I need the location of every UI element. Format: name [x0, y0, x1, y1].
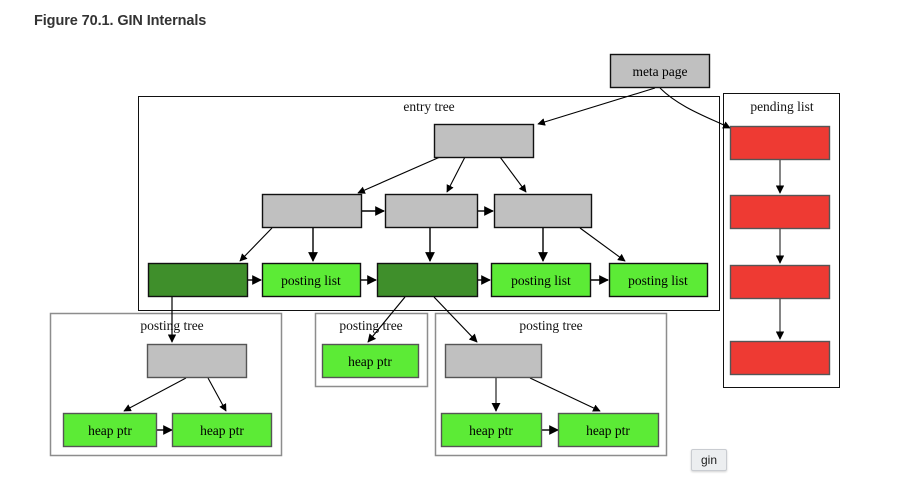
posting-tree-middle-leaf-label-1: heap ptr	[348, 354, 392, 369]
entry-tree-level2-node-2[interactable]	[384, 193, 479, 229]
edge-meta-to-entry-root	[537, 87, 656, 126]
meta-page-label: meta page	[632, 64, 687, 79]
meta-page-node[interactable]: meta page	[609, 53, 711, 89]
edge-pt-left-root-to-leaf2	[207, 377, 227, 412]
entry-tree-root-node[interactable]	[433, 123, 535, 159]
edge-root-to-level2-c	[499, 156, 527, 193]
posting-tree-left-leaf-label-1: heap ptr	[88, 423, 132, 438]
posting-tree-left-leaf-label-2: heap ptr	[200, 423, 244, 438]
posting-tree-left-leaf-node-2[interactable]: heap ptr	[171, 412, 273, 448]
posting-tree-right-label: posting tree	[519, 318, 582, 333]
edge-pt-left-root-to-leaf1	[123, 377, 187, 412]
entry-tree-leaf-node-5[interactable]: posting list	[608, 262, 709, 298]
entry-tree-leaf-label-5: posting list	[628, 273, 688, 288]
edge-leaf3-to-posting-tree-middle	[367, 296, 406, 343]
posting-tree-middle-leaf-node-1[interactable]: heap ptr	[321, 343, 420, 379]
gin-badge[interactable]: gin	[691, 449, 727, 471]
edge-level2a-to-leaf1	[239, 227, 273, 262]
posting-tree-right-leaf-label-2: heap ptr	[586, 423, 630, 438]
posting-tree-left-leaf-node-1[interactable]: heap ptr	[62, 412, 158, 448]
edge-leaf3-to-posting-tree-right	[433, 296, 478, 343]
entry-tree-level2-node-1[interactable]	[261, 193, 363, 229]
pending-list-page-1[interactable]	[729, 125, 831, 161]
edge-level2c-to-leaf5	[579, 227, 626, 262]
entry-tree-leaf-label-4: posting list	[511, 273, 571, 288]
page-title: Figure 70.1. GIN Internals	[34, 13, 207, 29]
edge-pt-right-root-to-leaf2	[529, 377, 601, 412]
entry-tree-leaf-label-2: posting list	[281, 273, 341, 288]
entry-tree-leaf-node-4[interactable]: posting list	[490, 262, 592, 298]
posting-tree-middle-label: posting tree	[339, 318, 402, 333]
posting-tree-left-root-node[interactable]	[146, 343, 248, 379]
pending-list-page-2[interactable]	[729, 194, 831, 230]
pending-list-label: pending list	[750, 99, 814, 114]
pending-list-page-3[interactable]	[729, 264, 831, 300]
entry-tree-leaf-node-1[interactable]	[147, 262, 249, 298]
entry-tree-label: entry tree	[403, 99, 454, 114]
entry-tree-leaf-node-2[interactable]: posting list	[261, 262, 362, 298]
pending-list-page-4[interactable]	[729, 340, 831, 376]
edge-root-to-level2-a	[357, 156, 441, 194]
posting-tree-right-leaf-label-1: heap ptr	[469, 423, 513, 438]
edge-root-to-level2-b	[446, 156, 466, 193]
entry-tree-leaf-node-3[interactable]	[376, 262, 479, 298]
entry-tree-level2-node-3[interactable]	[493, 193, 593, 229]
posting-tree-right-leaf-node-1[interactable]: heap ptr	[440, 412, 543, 448]
posting-tree-right-root-node[interactable]	[444, 343, 543, 379]
posting-tree-right-leaf-node-2[interactable]: heap ptr	[557, 412, 660, 448]
edge-meta-to-pending-first	[659, 87, 731, 129]
